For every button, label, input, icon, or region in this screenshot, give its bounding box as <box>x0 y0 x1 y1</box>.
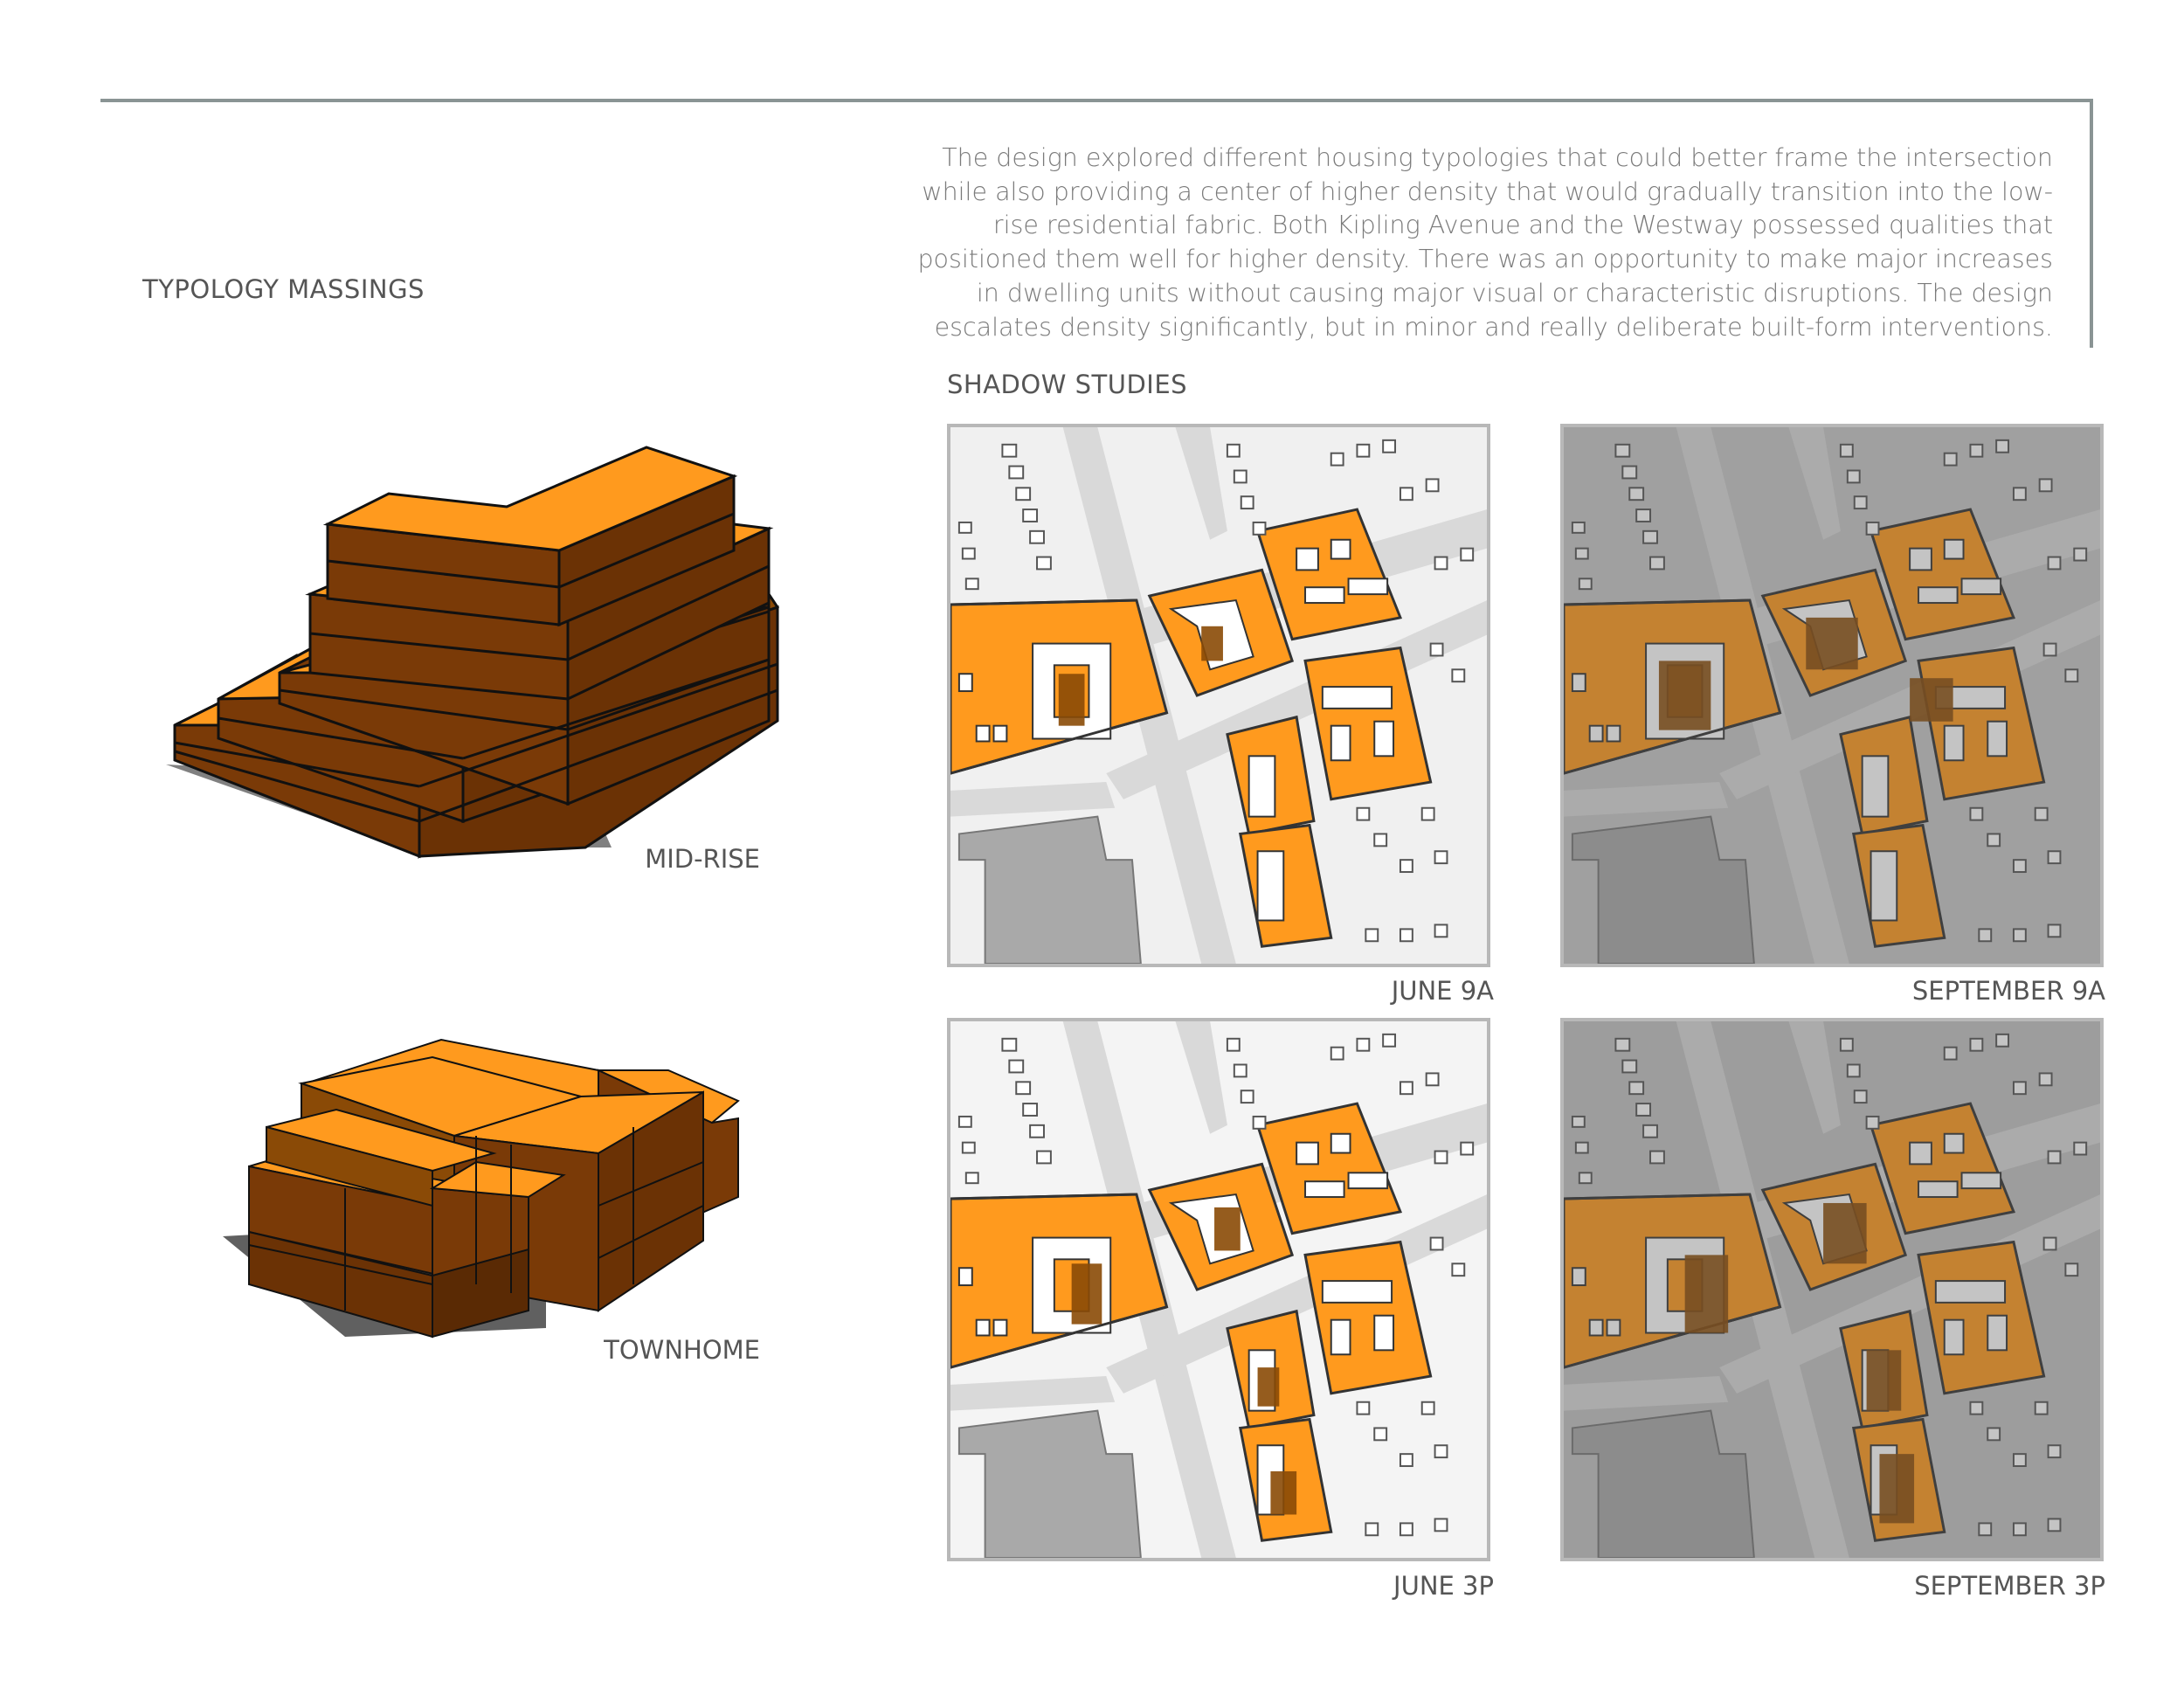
shadow-heading: SHADOW STUDIES <box>947 370 1188 399</box>
shadow-map-september-3p <box>1560 1018 2104 1561</box>
midrise-label: MID-RISE <box>645 844 760 874</box>
shadow-map-september-9a <box>1560 424 2104 967</box>
shadow-map-june-3p <box>947 1018 1490 1561</box>
label-june-9a: JUNE 9A <box>1391 976 1494 1006</box>
label-september-3p: SEPTEMBER 3P <box>1914 1571 2105 1601</box>
intro-paragraph: The design explored different housing ty… <box>917 143 2053 342</box>
label-september-9a: SEPTEMBER 9A <box>1911 976 2105 1006</box>
label-june-3p: JUNE 3P <box>1393 1571 1494 1601</box>
townhome-massing <box>214 1022 826 1354</box>
right-rule <box>2090 99 2093 348</box>
townhome-label: TOWNHOME <box>604 1335 760 1365</box>
midrise-massing <box>157 437 804 865</box>
typology-heading: TYPOLOGY MASSINGS <box>142 274 425 304</box>
shadow-map-june-9a <box>947 424 1490 967</box>
top-rule <box>100 99 2091 102</box>
